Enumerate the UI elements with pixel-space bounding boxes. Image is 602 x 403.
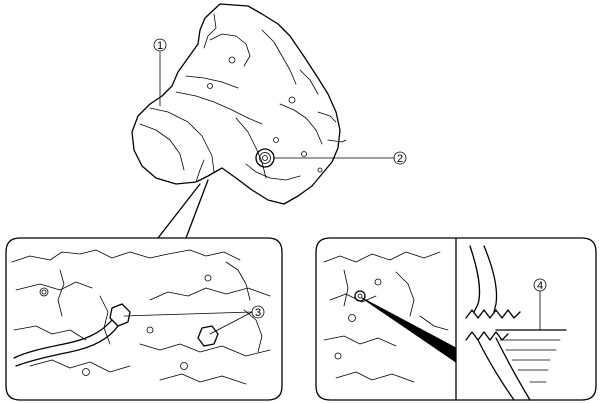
- callout-2: 2: [273, 151, 407, 165]
- detail-leader: [157, 179, 209, 239]
- transaxle-illustration-icon: [131, 3, 347, 205]
- callout-2-label: 2: [397, 153, 403, 165]
- callout-1: 1: [153, 38, 167, 107]
- callout-4: 4: [533, 278, 547, 331]
- callout-3: 3: [123, 305, 265, 335]
- callout-4-label: 4: [537, 280, 543, 292]
- detail-panel-left: [5, 237, 283, 401]
- oil-level-cutaway-icon: [465, 245, 567, 401]
- detail-panel-right: [315, 237, 597, 401]
- callout-1-label: 1: [157, 40, 163, 52]
- callout-3-label: 3: [255, 307, 261, 319]
- filler-plug-icon: [255, 148, 275, 168]
